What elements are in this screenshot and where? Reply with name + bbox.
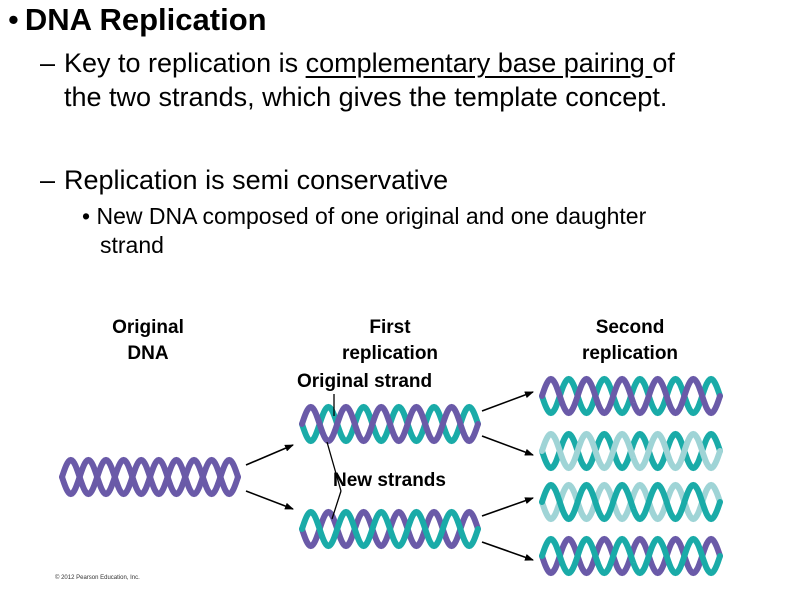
label-second-line1: Second <box>595 317 665 338</box>
strand-b <box>539 430 723 472</box>
point2-text: Replication is semi conservative <box>64 165 449 195</box>
arrow-to-second-4 <box>481 541 534 561</box>
arrow-group <box>245 391 534 561</box>
helix-first-top <box>299 403 481 445</box>
strand-b <box>299 403 481 445</box>
strand-b <box>299 508 481 550</box>
point1-line2: the two strands, which gives the templat… <box>64 82 668 112</box>
point-semi-conservative: –Replication is semi conservative <box>40 163 448 197</box>
helix-second-3 <box>539 481 723 523</box>
point1-text-after: of <box>652 48 675 78</box>
strand-b <box>539 535 723 577</box>
label-original-line2: DNA <box>127 343 169 364</box>
helix-second-4 <box>539 535 723 577</box>
leader-line-new-strand-top <box>326 441 342 492</box>
helix-original-dna <box>59 456 241 498</box>
label-second-replication: Second replication <box>560 315 700 367</box>
arrow-to-first-top <box>245 444 294 466</box>
label-first-line2: replication <box>341 343 439 364</box>
point-complementary-pairing: –Key to replication is complementary bas… <box>40 46 675 114</box>
label-original-dna: Original DNA <box>88 315 208 367</box>
point1-dash: – <box>40 48 56 78</box>
point2-dash: – <box>40 165 56 195</box>
helix-second-2 <box>539 430 723 472</box>
helix-second-1 <box>539 375 723 417</box>
title-text: DNA Replication <box>24 2 267 37</box>
label-original-strand: Original strand <box>297 371 433 392</box>
arrow-to-first-bottom <box>245 490 294 510</box>
copyright-notice: © 2012 Pearson Education, Inc. <box>55 575 140 581</box>
label-first-line1: First <box>369 317 411 338</box>
arrow-to-second-1 <box>481 391 534 412</box>
strand-b <box>59 456 241 498</box>
point1-text-before: Key to replication is <box>64 48 306 78</box>
helix-first-bottom <box>299 508 481 550</box>
subpoint-text: New DNA composed of one original and one… <box>96 203 647 229</box>
strand-b <box>539 375 723 417</box>
strand-b <box>539 481 723 523</box>
arrow-to-second-2 <box>481 435 534 456</box>
subpoint-new-dna: • New DNA composed of one original and o… <box>82 202 646 260</box>
leader-line-new-strand-bottom <box>331 490 342 520</box>
slide-title: •DNA Replication <box>8 2 267 38</box>
arrow-to-second-3 <box>481 497 534 517</box>
subpoint-bullet: • <box>82 203 91 229</box>
point1-line1: –Key to replication is complementary bas… <box>40 46 675 80</box>
subpoint-line2: strand <box>100 232 164 258</box>
label-new-strands: New strands <box>333 470 446 491</box>
subpoint-line1: • New DNA composed of one original and o… <box>82 202 646 231</box>
label-second-line2: replication <box>581 343 679 364</box>
underlined-term: complementary base pairing <box>305 48 653 78</box>
label-first-replication: First replication <box>320 315 460 367</box>
label-original-line1: Original <box>112 317 184 338</box>
title-bullet: • <box>8 2 19 37</box>
helix-group <box>59 375 723 577</box>
